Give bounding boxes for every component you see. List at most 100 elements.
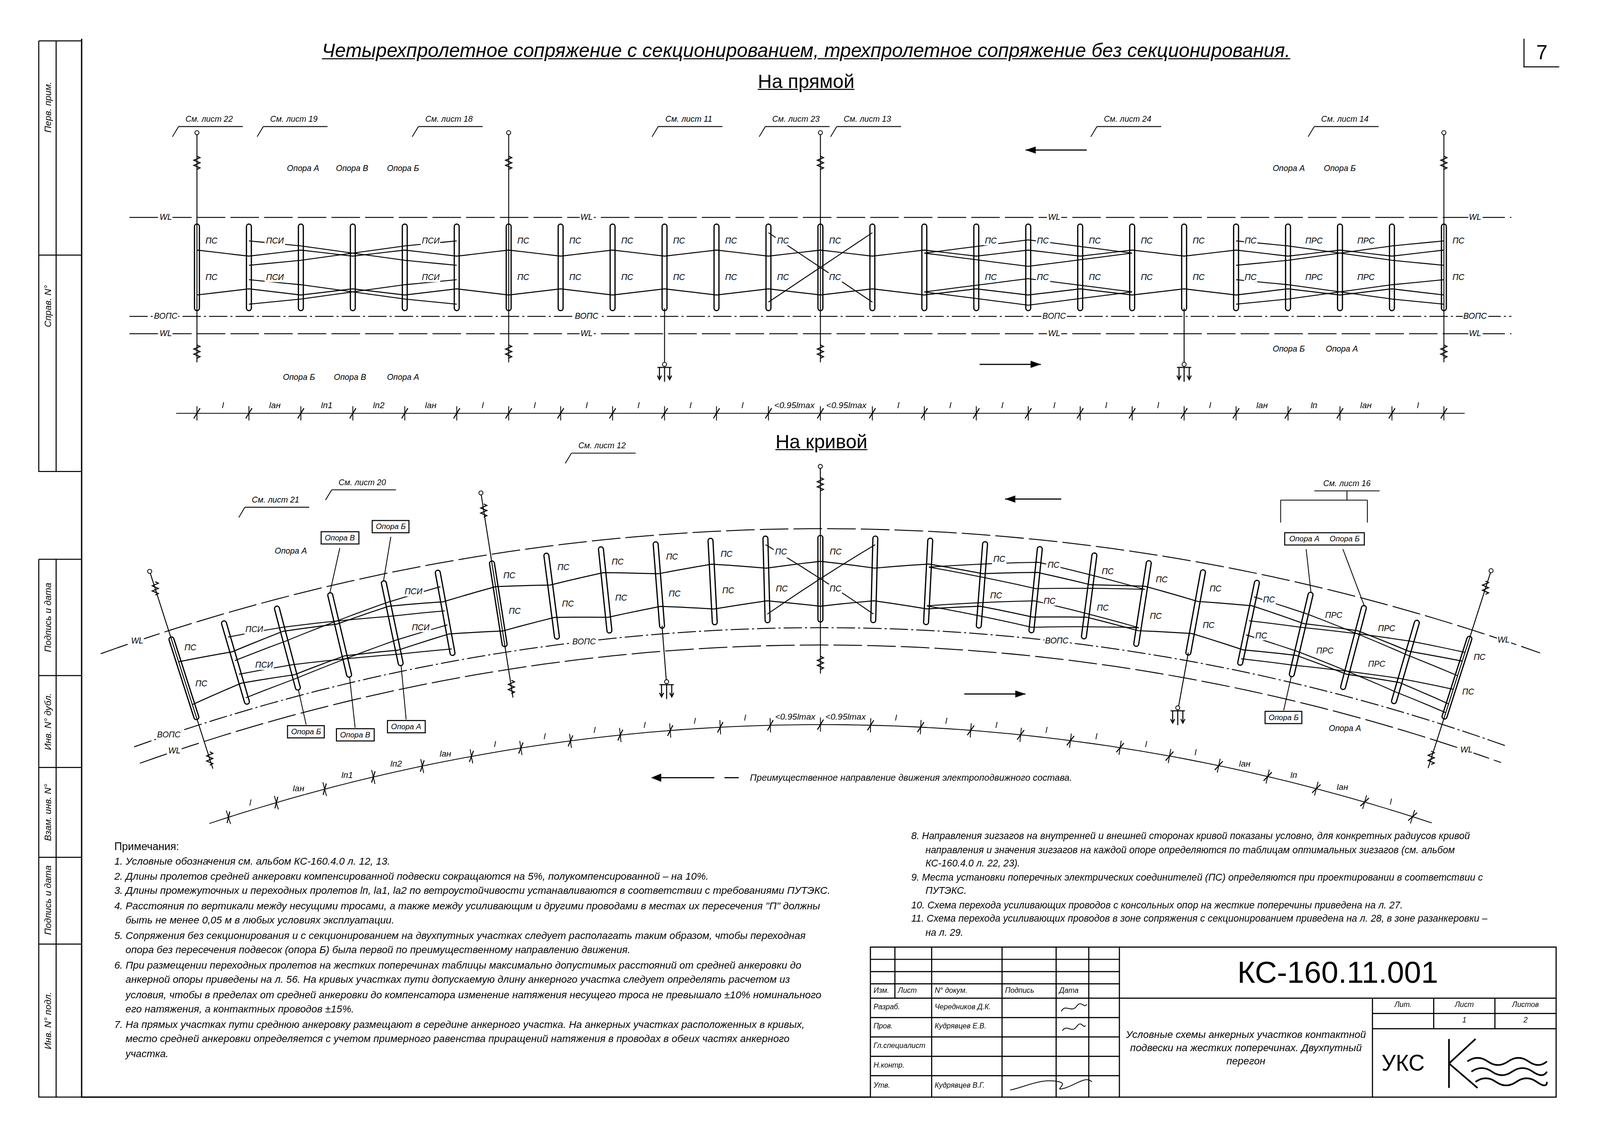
overlap-wire [234,586,441,661]
span-length: l [1388,797,1393,808]
anchor-end [1489,568,1494,573]
overlap-label: ПРС [1377,624,1397,634]
compensator-symbol [817,344,824,358]
support-label: Опора А [273,546,308,556]
rigid-crossbeam [1182,226,1186,309]
rigid-crossbeam [1291,594,1311,674]
rigid-crossbeam [661,226,668,309]
span-length: lан [424,401,438,412]
dimension-tick [867,719,874,731]
rigid-crossbeam [921,226,927,309]
sheet-number: 7 [1523,38,1559,68]
connector-label: ПС [828,236,842,246]
rigid-crossbeam [245,226,252,309]
connector-label: ПС [560,599,575,610]
node-text: Опора А [1289,534,1320,544]
dimension-tick [1066,735,1075,746]
rigid-crossbeam [765,538,768,621]
span-length: l [893,713,898,724]
span-length: l [636,401,641,412]
overlap-label: ПСИ [420,272,441,283]
callout-leader [1308,126,1379,137]
dimension-tick [518,742,524,754]
overlap-label: ПСИ [264,236,285,246]
sheet-callout: См. лист 21 [250,495,301,505]
callout-leader [1090,126,1161,137]
sheet-callout: См. лист 23 [771,114,821,125]
span-length: lан [438,749,453,760]
node-text: Опора Б [1329,534,1360,544]
span-length: lп2 [372,401,386,412]
rigid-crossbeam [349,226,356,309]
connector-label: ПС [721,586,736,596]
rigid-crossbeam [546,555,557,637]
overlap-wire [227,610,445,637]
sheet-frame [81,38,871,1098]
overlap-wire [1236,240,1445,266]
node-text: Опора В [324,533,355,543]
rigid-crossbeam [765,538,768,621]
title-block-label: Подпись [1004,986,1035,996]
connector-label: ПС [620,236,634,246]
direction-arrowhead [1030,360,1041,368]
title-block-label: 1 [1462,1016,1467,1026]
span-length: lан [268,401,282,412]
leader-line [1342,548,1365,606]
span-length: l [1144,739,1149,750]
rigid-crossbeam [1077,226,1083,309]
compensator-symbol [206,751,213,766]
rigid-crossbeam [765,226,772,309]
wire-label: WL [158,212,173,223]
connector-label: ПС [724,272,738,283]
wire-label: WL [1496,635,1511,646]
dimension-tick [817,408,824,419]
dimension-tick [1284,408,1292,419]
dimension-tick [1180,408,1188,419]
rigid-crossbeam [610,226,615,309]
span-length: l [1052,401,1057,412]
compensator-symbol [1482,580,1489,595]
mid-anchor-wire [924,291,1133,306]
rigid-crossbeam [655,544,663,626]
dimension-tick [1165,751,1174,761]
direction-arrowhead [1004,495,1015,503]
rigid-crossbeam [713,226,720,309]
stamp-label: Взам. инв. N° [41,783,53,841]
connector-label: ПС [1451,236,1466,246]
callout-leader [172,126,243,137]
span-length: l [1094,731,1099,742]
rigid-crossbeam [1388,226,1395,309]
dimension-tick [245,408,253,419]
support-label: Опора А [1327,724,1362,734]
rigid-crossbeam [1393,622,1417,702]
leader-line [349,676,356,728]
node-text: Опора А [391,721,422,731]
rigid-crossbeam [978,543,986,626]
rigid-crossbeam [223,623,247,702]
support-box: Опора Б [286,724,326,739]
support-box: Опора А Опора Б [1284,532,1365,546]
connector-label: ПС [667,589,682,599]
mid-anchor-wire [928,567,1145,590]
span-length: lан [1237,758,1252,769]
title-block-label: Кудрявцев Е.В. [934,1022,987,1031]
rigid-crossbeam [974,226,979,309]
dimension-tick [323,783,327,795]
wire-label: WL [129,636,145,646]
curve-section [100,453,1541,824]
anchor-symbol [1175,705,1180,710]
rigid-crossbeam [714,226,719,309]
span-length: l [742,714,747,725]
rigid-crossbeam [1338,226,1342,309]
title-block-label: Дата [1059,986,1079,996]
title-block-label: Лист [1455,1000,1474,1010]
direction-arrowhead [1025,146,1036,154]
dimension-tick [1116,742,1124,752]
rigid-crossbeam [1232,226,1239,309]
dimension-tick [717,721,724,733]
rigid-crossbeam [1393,622,1417,702]
wire-label: ВОПС [153,311,179,322]
note-text: 6. При размещении переходных пролетов на… [114,957,834,1017]
support-label: Опора Б [1271,344,1306,354]
dimension-tick [371,771,376,783]
